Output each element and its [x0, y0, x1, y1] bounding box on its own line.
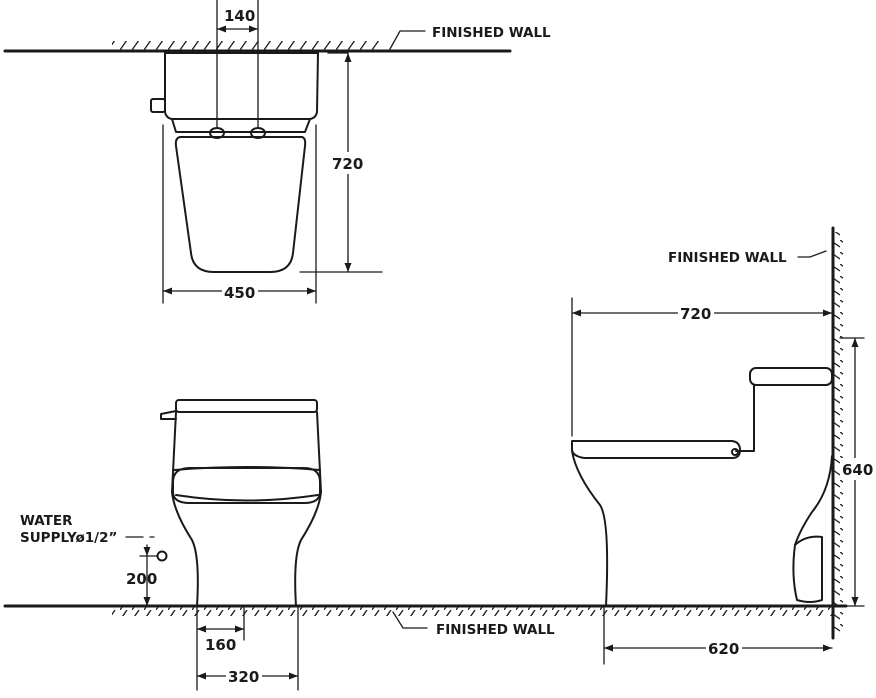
dim-top-depth: 720 — [332, 155, 363, 173]
plan-view: FINISHED WALL 140 720 450 — [3, 0, 551, 304]
wall-leader-side — [797, 250, 827, 258]
dim-side-wall-to-base: 620 — [708, 640, 739, 658]
front-view: WATER SUPPLYø1/2” 200 160 320 — [20, 399, 322, 691]
water-supply-label-line2: SUPPLYø1/2” — [20, 530, 117, 546]
water-inlet-nub — [150, 98, 166, 113]
finished-wall-label-top: FINISHED WALL — [432, 25, 551, 41]
front-body-outline — [171, 411, 322, 607]
dim-top-width: 450 — [224, 284, 255, 302]
dim-top-outlet-spacing: 140 — [224, 7, 255, 25]
finished-wall-label-floor: FINISHED WALL — [436, 622, 555, 638]
front-seat — [172, 467, 321, 504]
tank-lower-band — [171, 118, 311, 133]
tank-top-outline — [164, 52, 319, 120]
dim-front-center: 160 — [205, 636, 236, 654]
dim-side-length: 720 — [680, 305, 711, 323]
dim-side-height: 640 — [842, 461, 873, 479]
side-view: FINISHED WALL 720 640 620 — [571, 226, 874, 665]
dim-front-supply-height: 200 — [126, 570, 157, 588]
side-rear-trap — [792, 535, 823, 603]
side-tank-lid — [749, 367, 833, 386]
front-tank-lid — [175, 399, 318, 413]
front-flush-handle — [160, 410, 177, 420]
water-supply-port — [156, 550, 168, 562]
wall-leader-floor — [392, 611, 428, 629]
floor-line — [3, 604, 848, 616]
dim-front-base-width: 320 — [228, 668, 259, 686]
seat-lid-top-outline — [174, 136, 307, 273]
side-body-outline — [571, 384, 833, 607]
side-seat — [571, 440, 741, 459]
wall-leader-top — [389, 30, 426, 50]
water-supply-label-line1: WATER — [20, 513, 73, 529]
finished-wall-label-side: FINISHED WALL — [668, 250, 787, 266]
